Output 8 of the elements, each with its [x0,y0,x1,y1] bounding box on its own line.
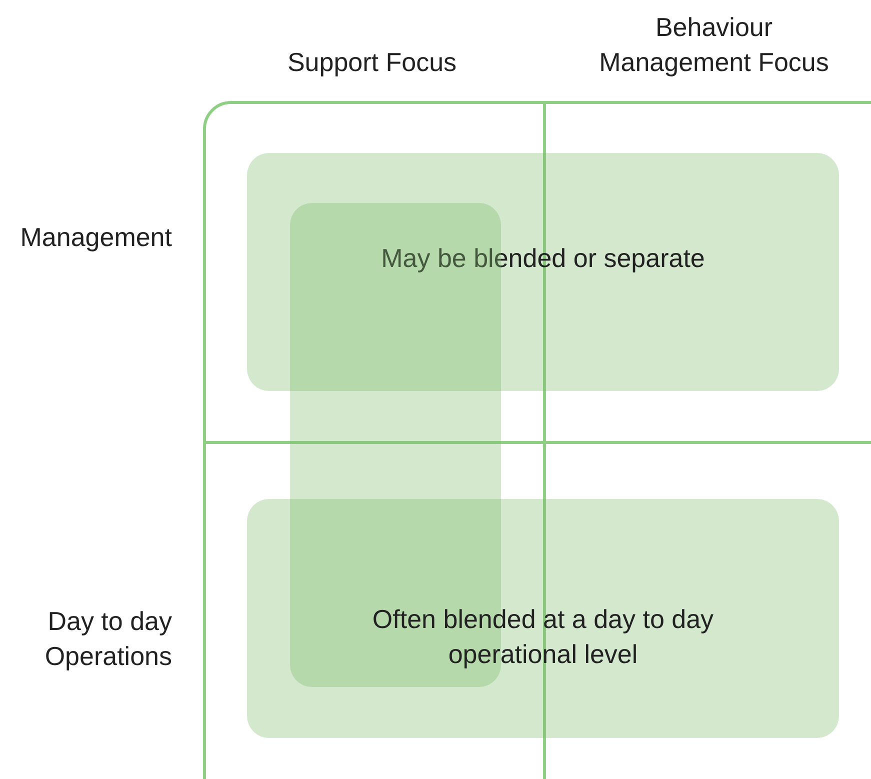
highlight-band [247,153,839,391]
row-heading: Day to day Operations [44,605,172,673]
highlight-band [247,499,839,738]
row-heading: Management [19,221,172,254]
column-heading: Behaviour Management Focus [598,11,830,79]
column-heading: Support Focus [286,46,458,79]
band-label: May be blended or separate [381,242,705,275]
band-label: Often blended at a day to day operational level [371,603,715,671]
